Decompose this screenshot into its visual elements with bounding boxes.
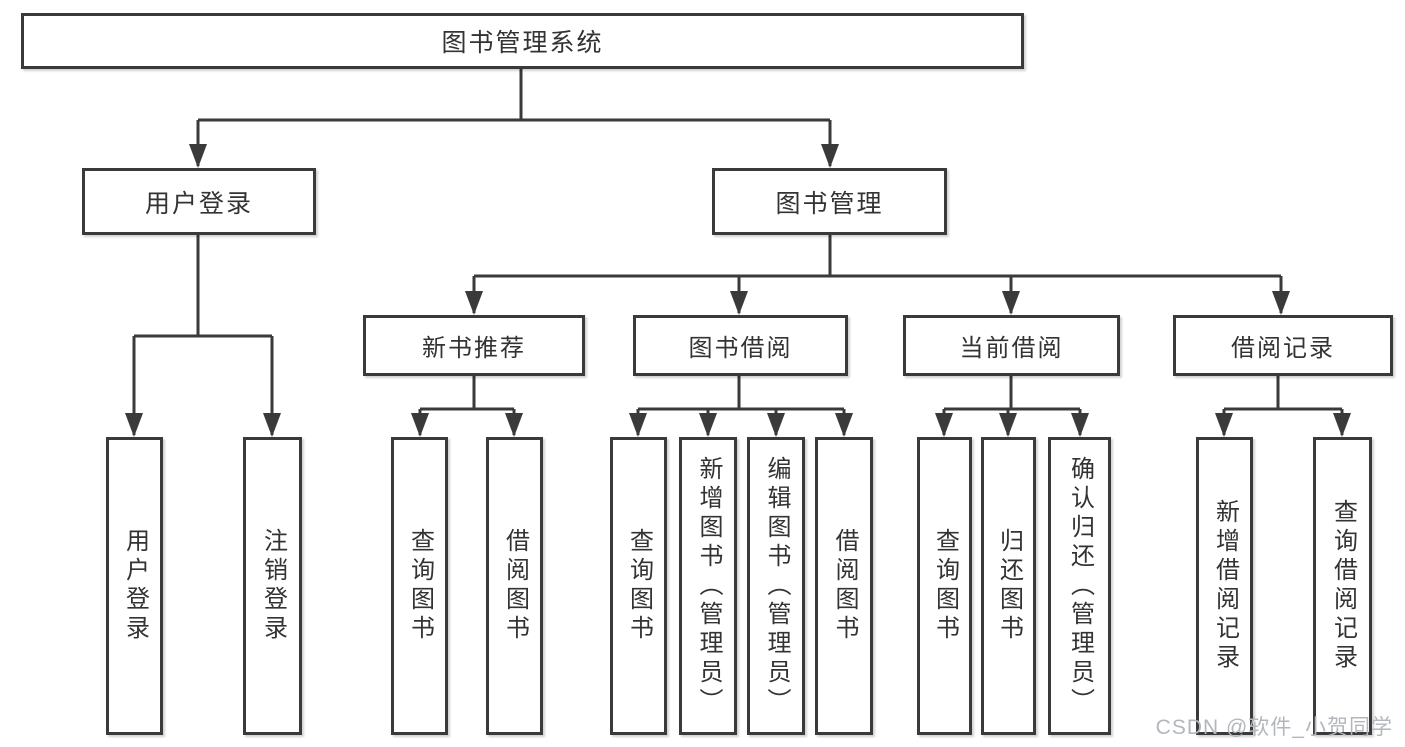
leaf-borrowing-query-books: 查询图书 bbox=[610, 437, 667, 735]
leaf-logout: 注销登录 bbox=[243, 437, 302, 735]
node-current-borrowing: 当前借阅 bbox=[903, 315, 1120, 376]
leaf-records-add-borrow-record: 新增借阅记录 bbox=[1196, 437, 1253, 735]
leaf-current-query-books: 查询图书 bbox=[917, 437, 972, 735]
node-new-book-recommend: 新书推荐 bbox=[363, 315, 585, 376]
node-user-login: 用户登录 bbox=[82, 168, 316, 235]
leaf-borrowing-borrow-books: 借阅图书 bbox=[815, 437, 873, 735]
leaf-recommend-query-books: 查询图书 bbox=[391, 437, 448, 735]
node-book-borrowing: 图书借阅 bbox=[633, 315, 848, 376]
node-root-library-system: 图书管理系统 bbox=[21, 13, 1024, 69]
leaf-current-confirm-return-admin: 确认归还（管理员） bbox=[1048, 437, 1111, 735]
leaf-current-return-books: 归还图书 bbox=[981, 437, 1036, 735]
csdn-watermark: CSDN @软件_小贺同学 bbox=[1155, 716, 1393, 739]
node-book-management: 图书管理 bbox=[712, 168, 947, 235]
node-borrowing-records: 借阅记录 bbox=[1173, 315, 1393, 376]
leaf-borrowing-edit-books-admin: 编辑图书（管理员） bbox=[747, 437, 805, 735]
leaf-user-login: 用户登录 bbox=[106, 437, 163, 735]
leaf-recommend-borrow-books: 借阅图书 bbox=[486, 437, 543, 735]
leaf-borrowing-add-books-admin: 新增图书（管理员） bbox=[679, 437, 737, 735]
leaf-records-query-borrow-record: 查询借阅记录 bbox=[1313, 437, 1372, 735]
